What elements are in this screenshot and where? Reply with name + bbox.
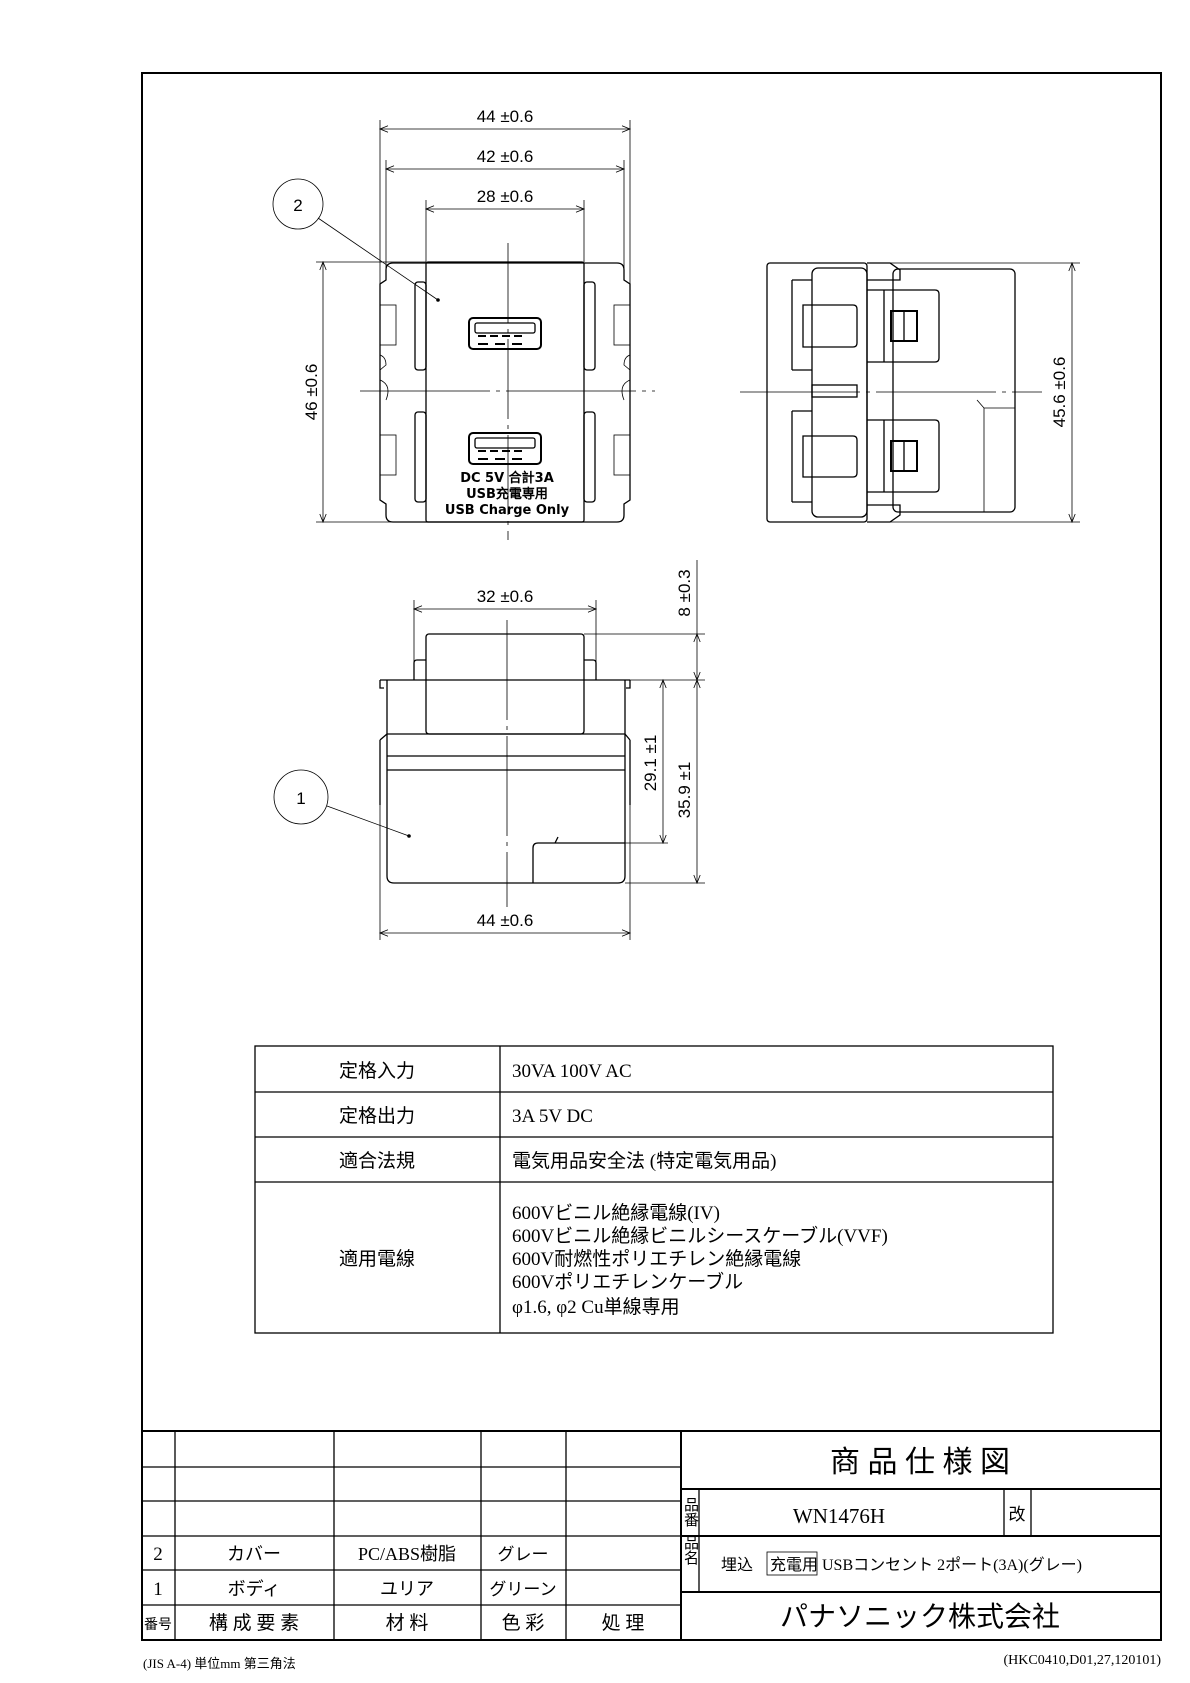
plate-label-line: USB Charge Only xyxy=(445,503,570,518)
front-view: 44 ±0.6 42 ±0.6 28 ±0.6 46 ±0.6 DC 5 xyxy=(272,107,655,540)
body-frame xyxy=(379,262,631,523)
title-block: 商 品 仕 様 図 品番 WN1476H 改 品名 埋込 充電用 USBコンセン… xyxy=(681,1446,1161,1633)
spec-label: 定格出力 xyxy=(339,1105,415,1127)
dim-label-29-1: 29.1 ±1 xyxy=(641,735,660,792)
header-color: 色 彩 xyxy=(502,1612,545,1634)
spec-value: 30VA 100V AC xyxy=(512,1061,632,1082)
header-component: 構 成 要 素 xyxy=(209,1612,299,1634)
dim-label-42: 42 ±0.6 xyxy=(477,147,534,166)
sheet-border xyxy=(141,72,1162,1641)
dim-label-8: 8 ±0.3 xyxy=(675,569,694,616)
spec-value: 3A 5V DC xyxy=(512,1106,593,1127)
spec-label: 適合法規 xyxy=(339,1150,415,1172)
usb-port-icon xyxy=(468,317,542,350)
plate-label-line: USB充電専用 xyxy=(466,486,548,502)
part-balloon-2 xyxy=(272,178,324,230)
part-balloon-number: 1 xyxy=(296,789,305,808)
part-component: ボディ xyxy=(228,1579,281,1599)
product-name-label: 品名 xyxy=(682,1535,699,1565)
spec-value-line: 600V耐燃性ポリエチレン絶縁電線 xyxy=(512,1248,801,1270)
part-color: グレー xyxy=(498,1545,549,1564)
usb-port-icon xyxy=(468,432,542,465)
company-name: パナソニック株式会社 xyxy=(780,1601,1060,1633)
part-material: PC/ABS樹脂 xyxy=(358,1544,456,1564)
part-number-value: WN1476H xyxy=(793,1504,885,1528)
product-name-boxed: 充電用 xyxy=(770,1556,818,1574)
plate-label-line: DC 5V 合計3A xyxy=(460,470,554,486)
dim-label-32: 32 ±0.6 xyxy=(477,587,534,606)
part-material: ユリア xyxy=(380,1579,434,1599)
dim-label-44: 44 ±0.6 xyxy=(477,107,534,126)
spec-value-line: 600Vポリエチレンケーブル xyxy=(512,1270,743,1293)
product-name: USBコンセント 2ポート(3A)(グレー) xyxy=(822,1556,1082,1574)
dim-label-44-bottom: 44 ±0.6 xyxy=(477,911,534,930)
part-balloon-number: 2 xyxy=(293,196,302,215)
revision-label: 改 xyxy=(1009,1505,1026,1524)
part-balloon-1 xyxy=(273,769,329,825)
dim-label-46: 46 ±0.6 xyxy=(302,364,321,421)
spec-label: 定格入力 xyxy=(339,1060,415,1082)
spec-table: 定格入力 30VA 100V AC 定格出力 3A 5V DC 適合法規 電気用… xyxy=(254,1045,1054,1334)
part-number: 2 xyxy=(153,1544,163,1565)
drawing-title: 商 品 仕 様 図 xyxy=(830,1446,1010,1479)
header-material: 材 料 xyxy=(386,1612,429,1634)
bottom-view: 32 ±0.6 44 ±0.6 8 ±0.3 29.1 ±1 35.9 ±1 1 xyxy=(273,560,705,940)
spec-value-line: 600Vビニル絶縁ビニルシースケーブル(VVF) xyxy=(512,1224,888,1247)
spec-value-line: φ1.6, φ2 Cu単線専用 xyxy=(512,1296,680,1318)
header-treatment: 処 理 xyxy=(602,1612,645,1634)
dim-label-28: 28 ±0.6 xyxy=(477,187,534,206)
spec-value-line: 600Vビニル絶縁電線(IV) xyxy=(512,1202,720,1224)
header-number: 番号 xyxy=(144,1617,172,1633)
side-view: 45.6 ±0.6 xyxy=(740,261,1080,524)
part-color: グリーン xyxy=(489,1580,556,1599)
spec-label: 適用電線 xyxy=(339,1248,415,1270)
footer-document-code: (HKC0410,D01,27,120101) xyxy=(1004,1653,1162,1668)
cover-plate xyxy=(425,261,585,523)
parts-table: 2 カバー PC/ABS樹脂 グレー 1 ボディ ユリア グリーン 番号 構 成… xyxy=(142,1430,1161,1640)
dim-label-35-9: 35.9 ±1 xyxy=(675,762,694,819)
part-component: カバー xyxy=(227,1544,281,1564)
part-no-label: 品番 xyxy=(682,1497,699,1527)
product-name-prefix: 埋込 xyxy=(721,1556,753,1574)
part-number: 1 xyxy=(153,1579,163,1600)
product-name-box xyxy=(766,1551,818,1576)
footer-standard-note: (JIS A-4) 単位mm 第三角法 xyxy=(143,1656,296,1671)
spec-value: 電気用品安全法 (特定電気用品) xyxy=(512,1150,776,1172)
dim-label-45-6: 45.6 ±0.6 xyxy=(1050,357,1069,428)
